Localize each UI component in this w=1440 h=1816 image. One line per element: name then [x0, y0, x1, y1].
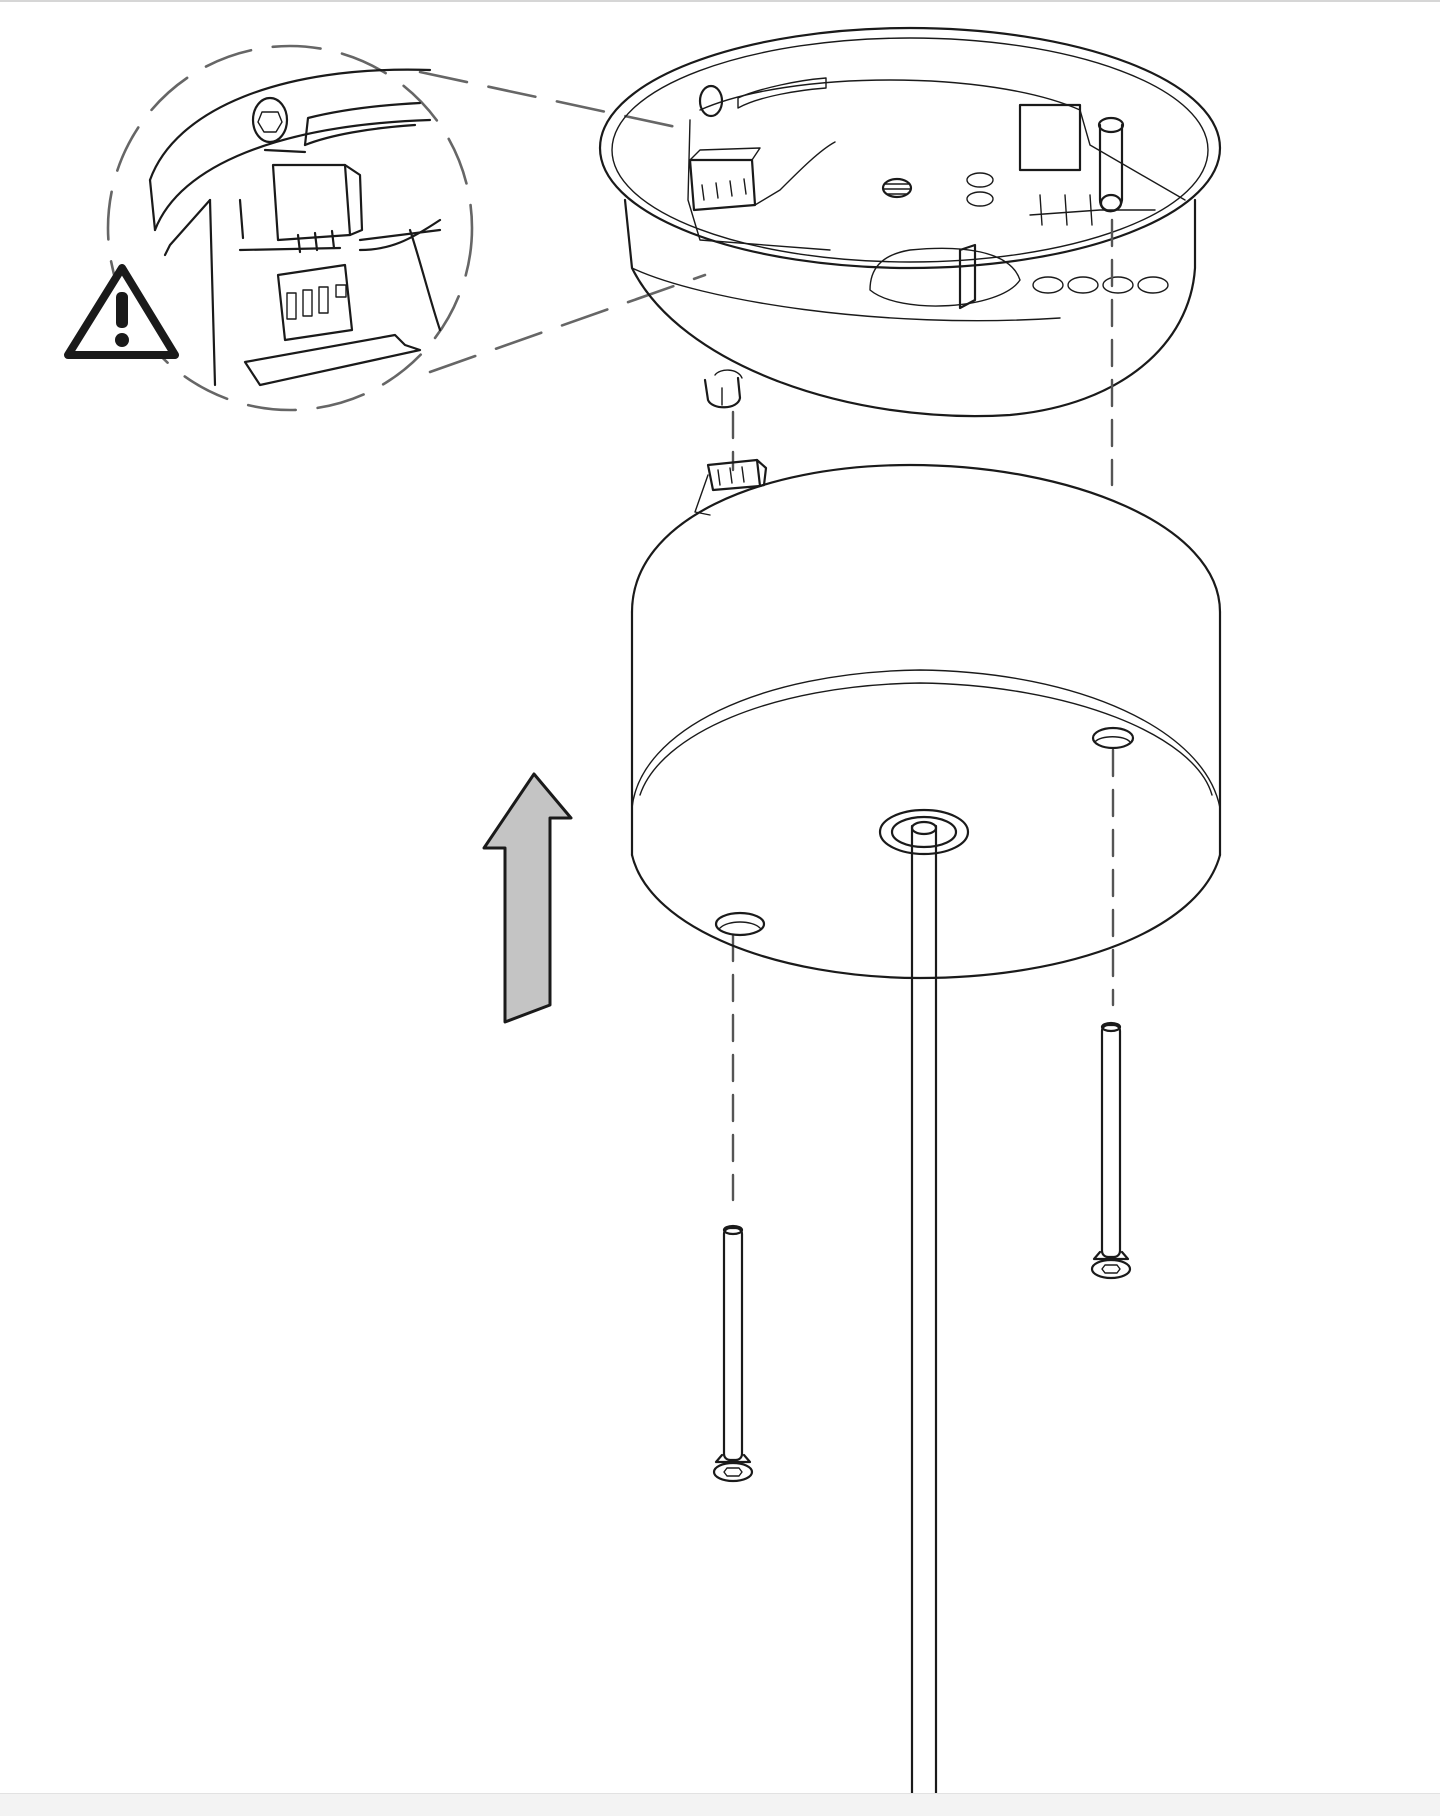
zoom-detail	[64, 44, 707, 412]
top-border	[0, 0, 1440, 2]
suspension-cable	[910, 820, 938, 1807]
up-arrow-icon	[482, 772, 573, 1024]
zoom-housing	[148, 68, 442, 387]
screw-left	[712, 1224, 754, 1483]
warning-triangle-icon	[64, 264, 179, 359]
zoom-connector-bottom	[428, 273, 707, 374]
zoom-circle	[106, 44, 474, 412]
screw-right	[1090, 1021, 1132, 1280]
zoom-connector-top	[418, 70, 692, 132]
ceiling-plate	[598, 26, 1222, 418]
canopy-body	[630, 458, 1222, 980]
bottom-bar	[0, 1793, 1440, 1816]
alignment-lines	[731, 218, 1115, 1202]
